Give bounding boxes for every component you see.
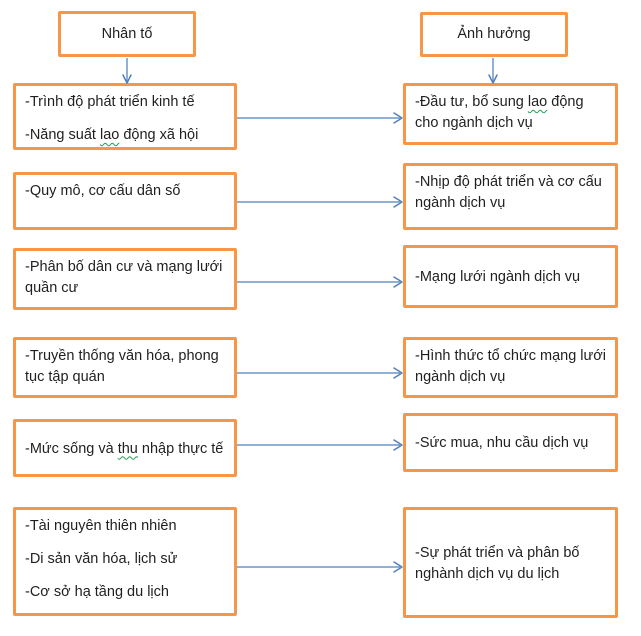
arrow-row-4 <box>237 367 403 379</box>
arrow-row-6 <box>237 561 403 573</box>
box-paragraph: -Hình thức tổ chức mạng lưới ngành dịch … <box>415 348 606 385</box>
arrow-down-effects <box>488 58 498 84</box>
box-paragraph: -Truyền thống văn hóa, phong tục tập quá… <box>25 348 219 385</box>
arrow-down-factors <box>122 58 132 84</box>
misspelled-word: thu <box>117 440 138 457</box>
arrow-row-2 <box>237 196 403 208</box>
box-paragraph: -Cơ sở hạ tầng du lịch <box>25 584 169 600</box>
arrow-row-3 <box>237 276 403 288</box>
effect-box-investment-labor: -Đầu tư, bổ sung lao động cho ngành dịch… <box>403 83 618 145</box>
effect-box-development-pace: -Nhịp độ phát triển và cơ cấu ngành dịch… <box>403 163 618 230</box>
box-paragraph: -Di sản văn hóa, lịch sử <box>25 551 178 567</box>
arrow-row-1 <box>237 112 403 124</box>
box-paragraph: -Sức mua, nhu cầu dịch vụ <box>415 435 589 451</box>
box-paragraph: -Quy mô, cơ cấu dân số <box>25 183 181 199</box>
box-paragraph: -Năng suất lao động xã hội <box>25 127 199 143</box>
box-paragraph: -Trình độ phát triển kinh tế <box>25 94 195 110</box>
header-box-effects: Ảnh hưởng <box>420 12 568 57</box>
header-box-factors: Nhân tố <box>58 11 196 57</box>
header-label-effects: Ảnh hưởng <box>457 26 531 42</box>
box-paragraph: -Mức sống và thu nhập thực tế <box>25 440 224 457</box>
box-paragraph: -Nhịp độ phát triển và cơ cấu ngành dịch… <box>415 174 602 211</box>
factor-box-economic-development: -Trình độ phát triển kinh tế -Năng suất … <box>13 83 237 150</box>
box-paragraph: -Đầu tư, bổ sung lao động cho ngành dịch… <box>415 94 584 131</box>
misspelled-word: lao <box>527 94 548 110</box>
effect-box-purchasing-power: -Sức mua, nhu cầu dịch vụ <box>403 413 618 472</box>
factor-box-culture-traditions: -Truyền thống văn hóa, phong tục tập quá… <box>13 337 237 398</box>
effect-box-network-organization: -Hình thức tổ chức mạng lưới ngành dịch … <box>403 337 618 398</box>
factor-box-living-standards: -Mức sống và thu nhập thực tế <box>13 419 237 477</box>
factor-box-population-distribution: -Phân bố dân cư và mạng lưới quần cư <box>13 248 237 310</box>
effect-box-service-network: -Mạng lưới ngành dịch vụ <box>403 245 618 308</box>
box-paragraph: -Tài nguyên thiên nhiên <box>25 518 177 534</box>
effect-box-tourism-development: -Sự phát triển và phân bố nghành dịch vụ… <box>403 507 618 618</box>
box-paragraph: -Sự phát triển và phân bố nghành dịch vụ… <box>415 544 580 582</box>
box-paragraph: -Mạng lưới ngành dịch vụ <box>415 269 581 285</box>
arrow-row-5 <box>237 439 403 451</box>
factor-box-tourism-resources: -Tài nguyên thiên nhiên -Di sản văn hóa,… <box>13 507 237 616</box>
factor-box-population: -Quy mô, cơ cấu dân số <box>13 172 237 230</box>
misspelled-word: lao <box>99 127 120 143</box>
header-label-factors: Nhân tố <box>101 25 153 42</box>
box-paragraph: -Phân bố dân cư và mạng lưới quần cư <box>25 259 223 296</box>
